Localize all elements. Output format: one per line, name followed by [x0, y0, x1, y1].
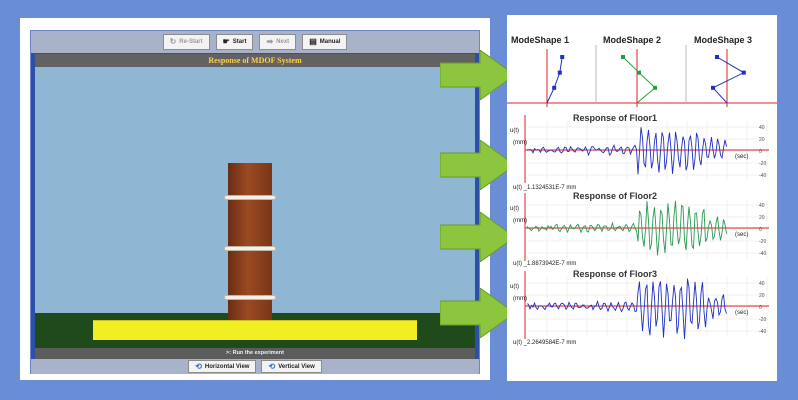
- simulator-panel: ↻ Re-Start ☛ Start ➡ Next ▤ Manual Respo…: [20, 18, 490, 380]
- floor-slab-2: [224, 246, 276, 251]
- floor2-plot: 40 20 0 -20 -40: [524, 193, 769, 261]
- y-tick-label: -40: [759, 173, 766, 179]
- mode-point: [637, 70, 641, 75]
- floor3-signal: [526, 278, 727, 340]
- floor3-xunit: (sec): [735, 310, 749, 316]
- floor1-yunit: (mm): [513, 140, 527, 146]
- y-tick-label: -40: [759, 329, 766, 335]
- floor1-ylabel: u(t): [510, 128, 519, 134]
- modeshape-3-title: ModeShape 3: [694, 35, 753, 45]
- mode-point: [653, 85, 657, 90]
- arrow-icon: [440, 212, 516, 262]
- floor1-title: Response of Floor1: [573, 113, 658, 123]
- mode-point: [560, 55, 565, 59]
- restart-icon: ↻: [169, 37, 177, 46]
- floor2-yunit: (mm): [513, 218, 527, 224]
- horizontal-view-button[interactable]: ⟲ Horizontal View: [188, 360, 257, 373]
- y-tick-label: 20: [759, 215, 765, 221]
- modeshape-plots: [507, 45, 777, 107]
- rotate-icon: ⟲: [268, 361, 276, 371]
- floor1-readout: u(t) _1.1324531E-7 mm: [513, 185, 577, 191]
- y-tick-label: 20: [759, 137, 765, 143]
- shake-table: [93, 320, 417, 340]
- floor-response-plots: 40 20 0 -20 -40 40 20 0 -20 -40 40 20 0 -20 -40: [524, 115, 769, 340]
- building-scene: [35, 67, 475, 348]
- start-icon: ☛: [222, 37, 230, 46]
- next-arrow-icon: ➡: [266, 37, 274, 46]
- mode-line: [712, 56, 745, 104]
- y-tick-label: 40: [759, 281, 765, 287]
- toolbar: ↻ Re-Start ☛ Start ➡ Next ▤ Manual: [31, 31, 479, 53]
- story-1: [228, 262, 272, 320]
- simulator-window: ↻ Re-Start ☛ Start ➡ Next ▤ Manual Respo…: [30, 30, 480, 374]
- mode-point: [552, 85, 557, 90]
- restart-button[interactable]: ↻ Re-Start: [162, 34, 210, 50]
- y-tick-label: 20: [759, 293, 765, 299]
- floor1-plot: 40 20 0 -20 -40: [524, 115, 769, 183]
- view-toolbar: ⟲ Horizontal View ⟲ Vertical View: [31, 359, 479, 374]
- mode-point: [557, 70, 562, 75]
- y-tick-label: 40: [759, 203, 765, 209]
- floor1-xunit: (sec): [735, 154, 749, 160]
- floor2-signal: [526, 200, 727, 256]
- y-tick-label: -40: [759, 251, 766, 257]
- story-2: [228, 212, 272, 264]
- floor2-title: Response of Floor2: [573, 191, 658, 201]
- y-tick-label: -20: [759, 239, 766, 245]
- arrow-icon: [440, 50, 516, 100]
- floor3-ylabel: u(t): [510, 284, 519, 290]
- results-panel: ModeShape 1 ModeShape 2 ModeShape 3 40 20…: [507, 15, 777, 381]
- story-3: [228, 163, 272, 215]
- y-tick-label: -20: [759, 161, 766, 167]
- floor1-signal: [526, 127, 727, 175]
- mode-line: [622, 56, 656, 104]
- y-tick-label: 0: [759, 305, 762, 311]
- floor-slab-3: [224, 195, 276, 200]
- floor2-ylabel: u(t): [510, 206, 519, 212]
- floor2-readout: u(t) _1.8873942E-7 mm: [513, 261, 577, 267]
- mode-point: [741, 70, 746, 75]
- floor3-readout: u(t) _2.2649584E-7 mm: [513, 340, 577, 346]
- floor3-yunit: (mm): [513, 296, 527, 302]
- y-tick-label: 0: [759, 149, 762, 155]
- modeshape-2-title: ModeShape 2: [603, 35, 662, 45]
- floor2-xunit: (sec): [735, 232, 749, 238]
- modeshape-1-title: ModeShape 1: [511, 35, 570, 45]
- status-text: >: Run the experiment: [35, 348, 475, 359]
- floor-slab-1: [224, 295, 276, 300]
- y-tick-label: 0: [759, 227, 762, 233]
- arrow-icon: [440, 288, 516, 338]
- floor3-title: Response of Floor3: [573, 269, 658, 279]
- manual-icon: ▤: [309, 37, 317, 46]
- y-tick-label: -20: [759, 317, 766, 323]
- mode-point: [621, 55, 625, 59]
- mode-line: [546, 56, 563, 104]
- floor3-plot: 40 20 0 -20 -40: [524, 271, 769, 340]
- window-title: Response of MDOF System: [35, 54, 475, 67]
- mode-point: [711, 85, 715, 90]
- arrow-icon: [440, 140, 516, 190]
- next-button[interactable]: ➡ Next: [259, 34, 297, 50]
- y-tick-label: 40: [759, 125, 765, 131]
- start-button[interactable]: ☛ Start: [215, 34, 254, 50]
- vertical-view-button[interactable]: ⟲ Vertical View: [261, 360, 322, 373]
- manual-button[interactable]: ▤ Manual: [302, 34, 348, 50]
- rotate-icon: ⟲: [195, 361, 202, 371]
- mode-point: [715, 55, 719, 59]
